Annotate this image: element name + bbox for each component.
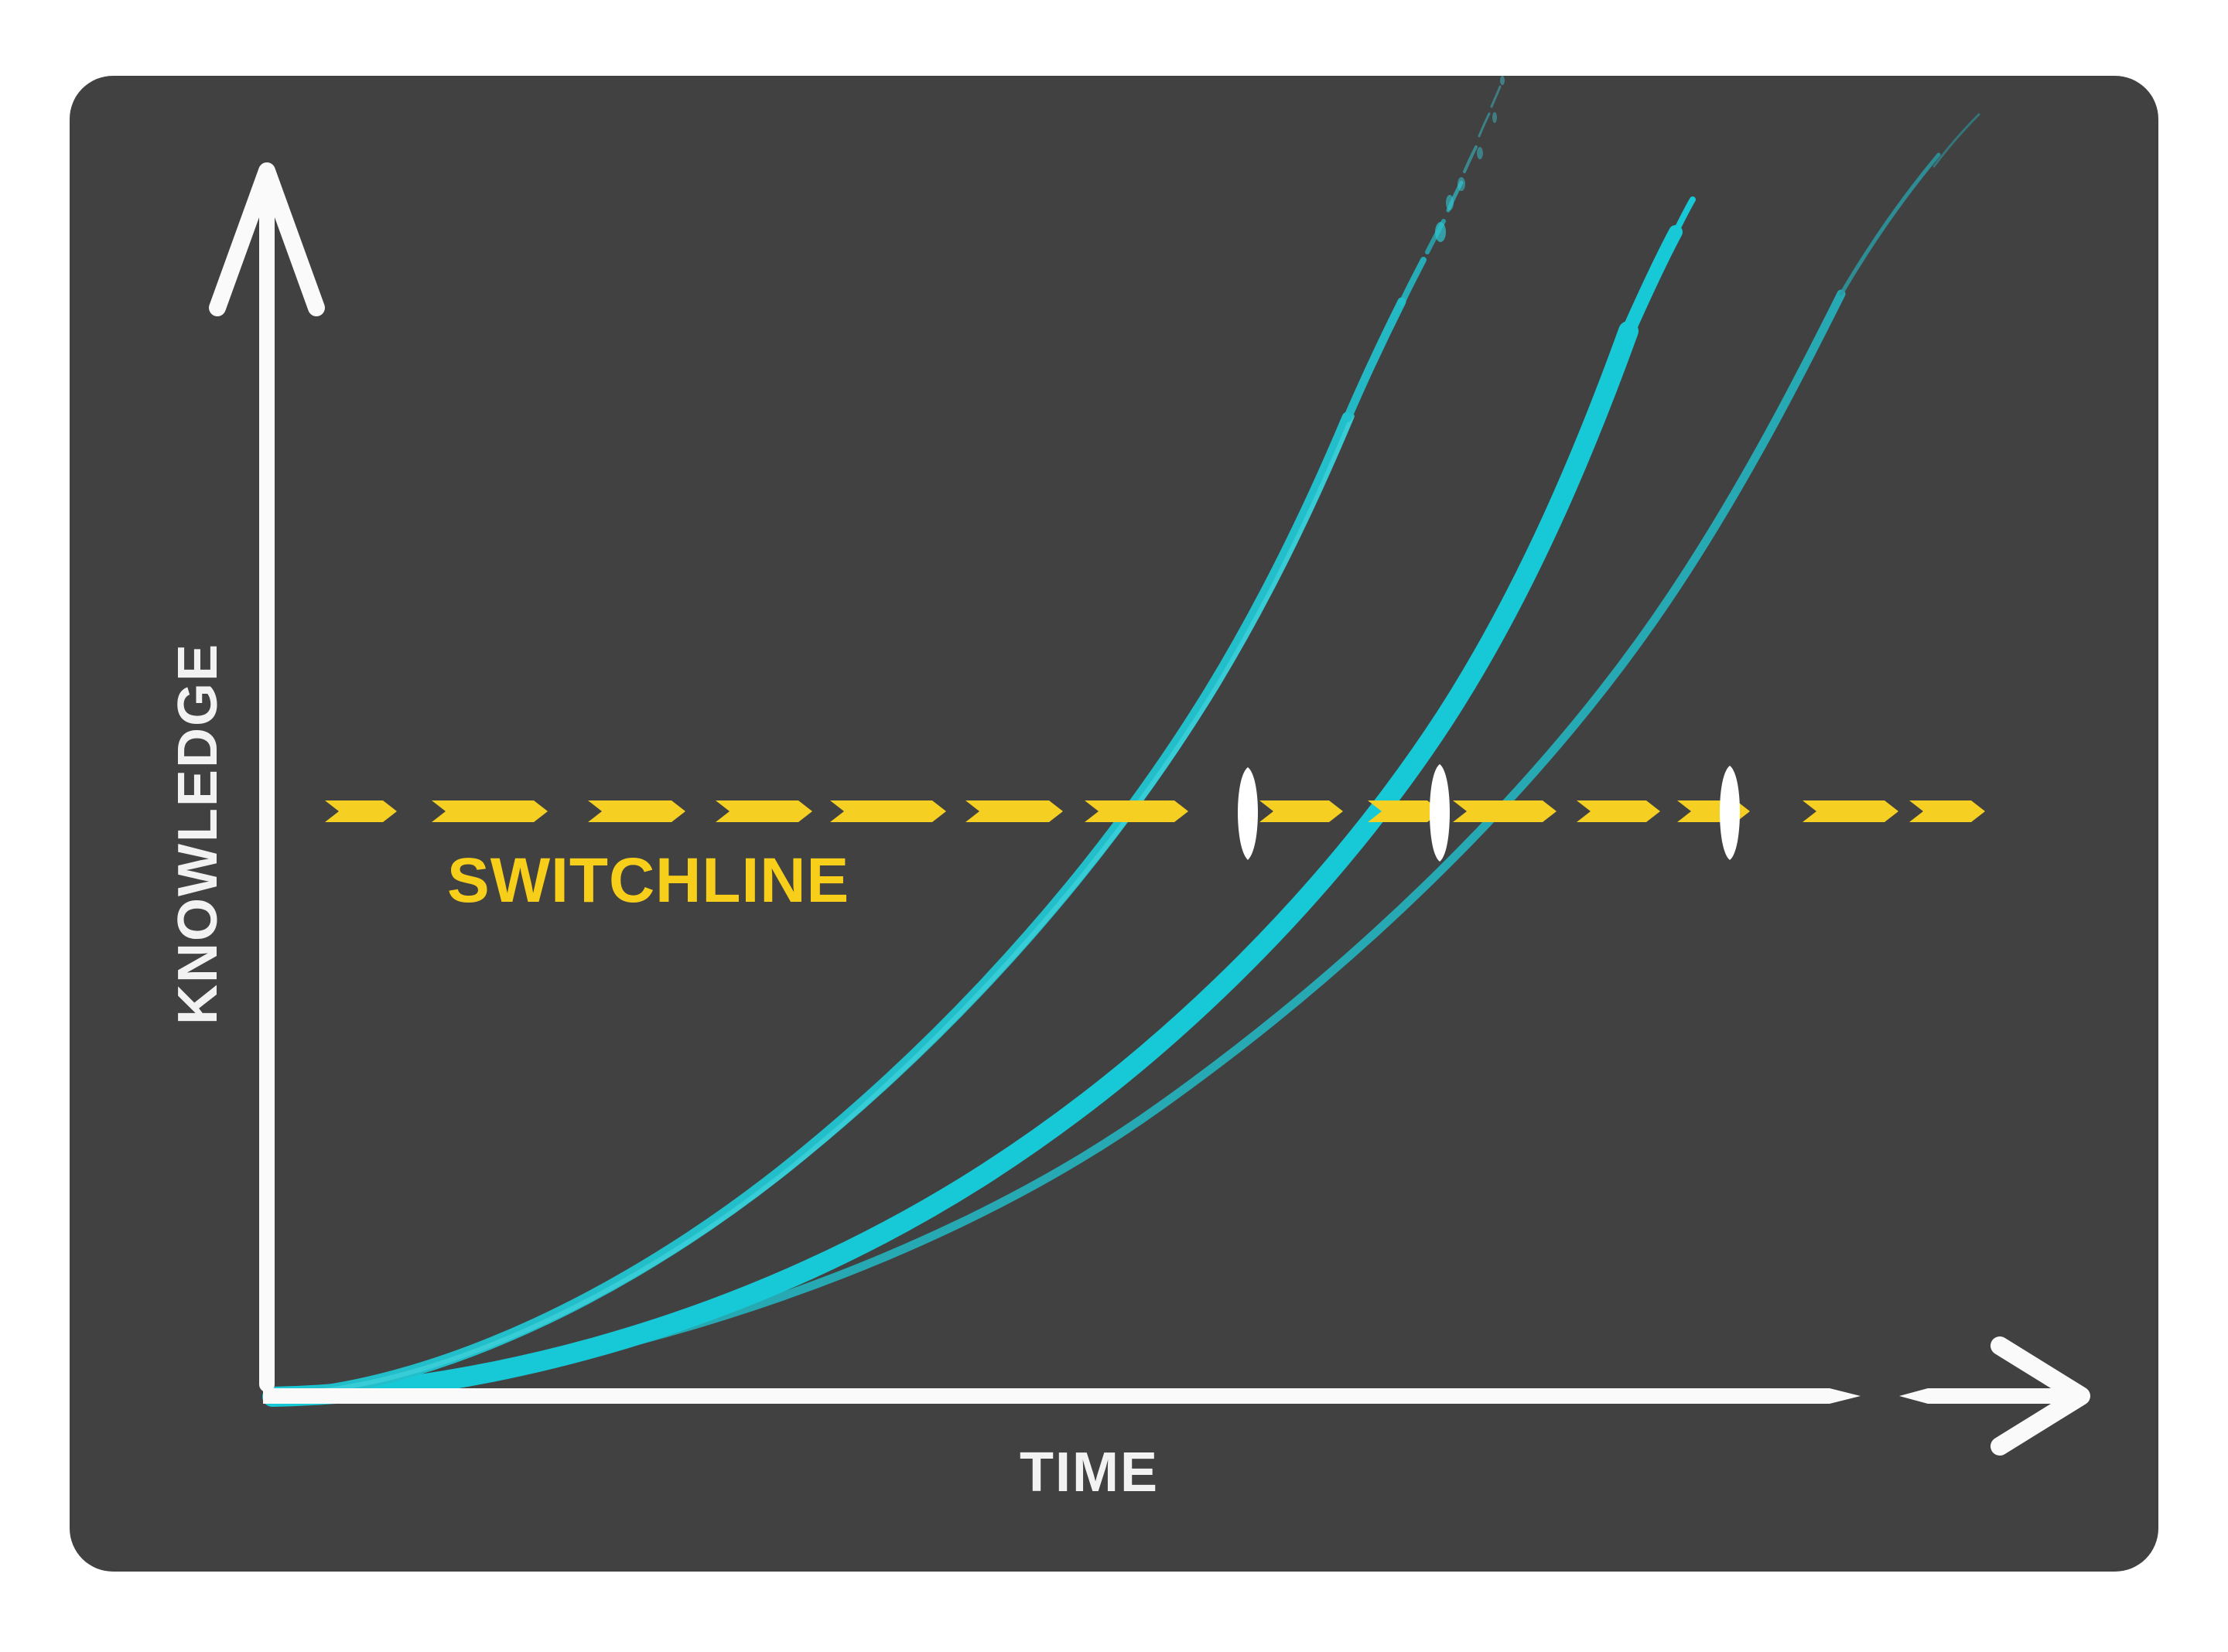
crossing-marker-3 — [1720, 766, 1740, 860]
switchline-crossing-markers — [1238, 764, 1740, 862]
crossing-marker-1 — [1238, 767, 1258, 860]
series-slow-learner — [268, 113, 1980, 1401]
axes — [209, 162, 2090, 1456]
y-axis-label: KNOWLEDGE — [167, 643, 229, 1025]
x-axis-arrow-icon — [1899, 1336, 2090, 1456]
series-fast-learner — [266, 76, 1505, 1402]
y-axis-arrow-icon — [209, 162, 325, 316]
x-axis-line — [263, 1388, 1861, 1404]
crossing-marker-2 — [1430, 764, 1450, 862]
switchline-label: SWITCHLINE — [447, 845, 850, 916]
x-axis-label: TIME — [1020, 1442, 1159, 1504]
series-average-learner — [262, 196, 1696, 1407]
